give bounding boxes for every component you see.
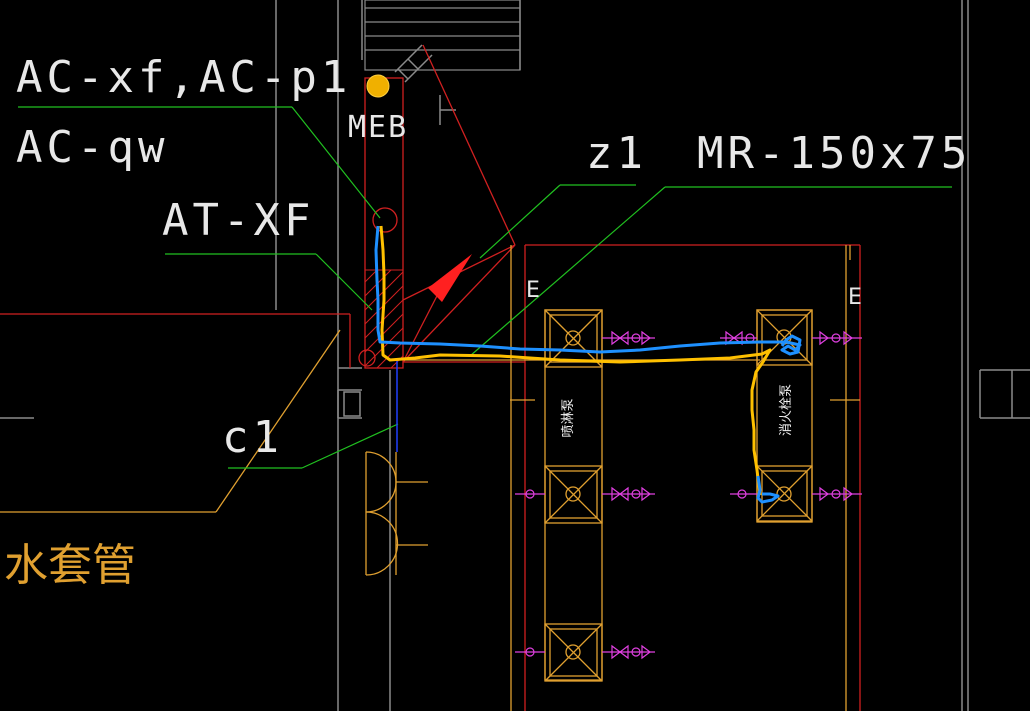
red-arrow-icon [428,254,472,302]
pump-unit [544,623,603,682]
valve-symbols [515,330,862,660]
label-hydrant-pump: 消火栓泵 [779,384,794,436]
blue-markup-path [374,225,802,356]
label-e-right: E [848,285,862,310]
door-swings [365,451,428,576]
label-meb: MEB [348,110,408,145]
label-z1: z1 [586,128,647,179]
pump-unit [544,309,603,368]
orange-lines [0,245,860,711]
label-mr-150x75: MR-150x75 [697,128,971,179]
label-sprinkler-pump: 喷淋泵 [561,398,576,437]
label-at-xf: AT-XF [162,195,314,246]
blue-markup-loop [756,475,780,504]
meb-terminal-icon [366,74,390,98]
red-lines [0,44,861,711]
label-ac-xf-ac-p1: AC-xf,AC-p1 [16,52,351,103]
pump-unit [544,465,603,524]
meb-symbol [394,44,456,125]
label-sleeve: 水套管 [4,540,136,591]
stair-structure [364,0,521,71]
yellow-markup-path [379,225,772,496]
leader-lines [18,106,952,469]
label-c1: c1 [222,412,283,463]
label-e-left: E [526,278,540,303]
label-ac-qw: AC-qw [16,122,168,173]
